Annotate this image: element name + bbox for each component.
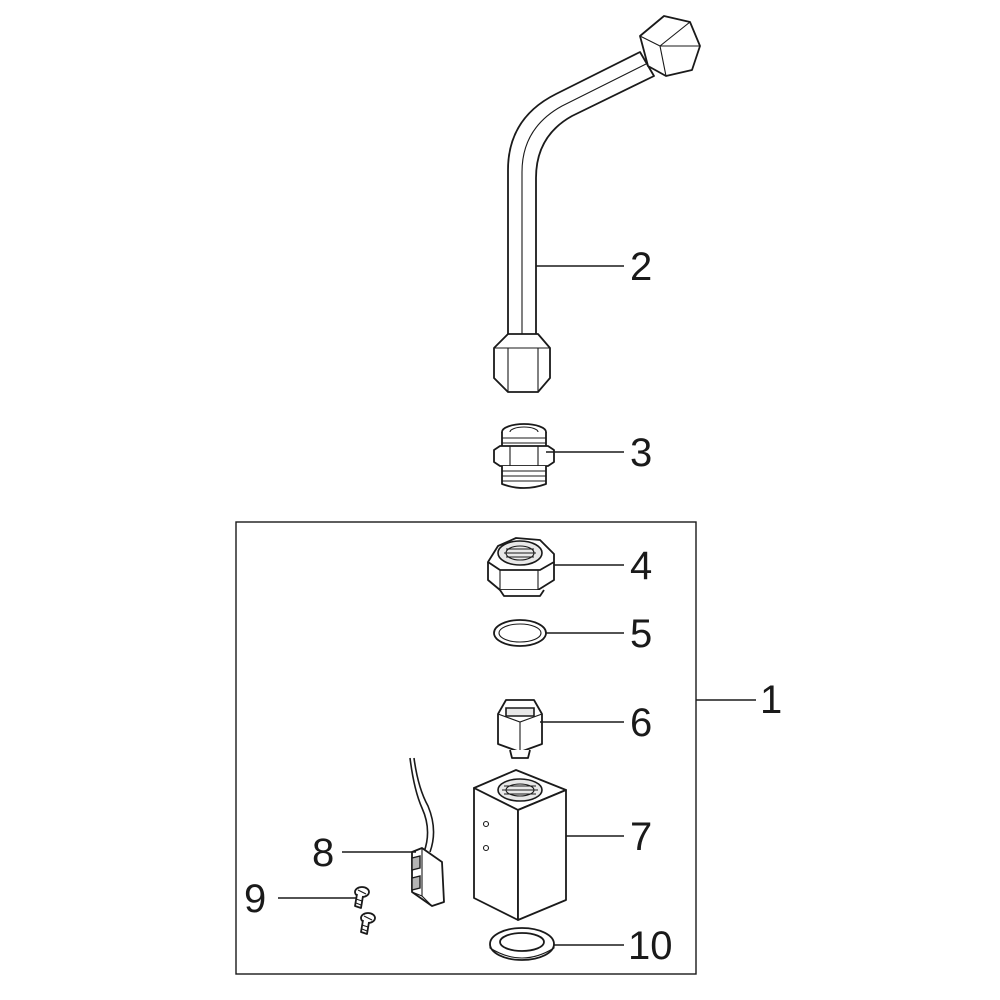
o-ring-part <box>493 619 547 647</box>
threaded-nipple-part <box>493 423 555 489</box>
callout-6: 6 <box>630 701 652 745</box>
callout-1: 1 <box>760 678 782 722</box>
callout-7: 7 <box>630 815 652 859</box>
callout-4: 4 <box>630 544 652 588</box>
screw-lower <box>360 912 376 935</box>
screw-upper <box>354 886 370 909</box>
callout-8: 8 <box>312 831 334 875</box>
reed-sensor-part <box>409 757 445 907</box>
slotted-plug-part <box>497 699 543 759</box>
leader-lines <box>278 265 756 946</box>
hex-nut-part <box>487 537 555 597</box>
callout-10: 10 <box>628 924 673 968</box>
pipe-top-nut <box>639 15 701 77</box>
callout-3: 3 <box>630 431 652 475</box>
bent-pipe-part <box>493 15 701 393</box>
assembly-frame <box>235 521 697 975</box>
pipe-bottom-nut <box>493 333 551 393</box>
screws-part <box>354 886 376 935</box>
callout-9: 9 <box>244 877 266 921</box>
callout-labels: 1 2 3 4 5 6 7 8 9 10 <box>244 245 782 968</box>
square-housing-part <box>473 769 567 921</box>
callout-5: 5 <box>630 612 652 656</box>
flat-washer-part <box>489 927 555 961</box>
callout-2: 2 <box>630 245 652 289</box>
